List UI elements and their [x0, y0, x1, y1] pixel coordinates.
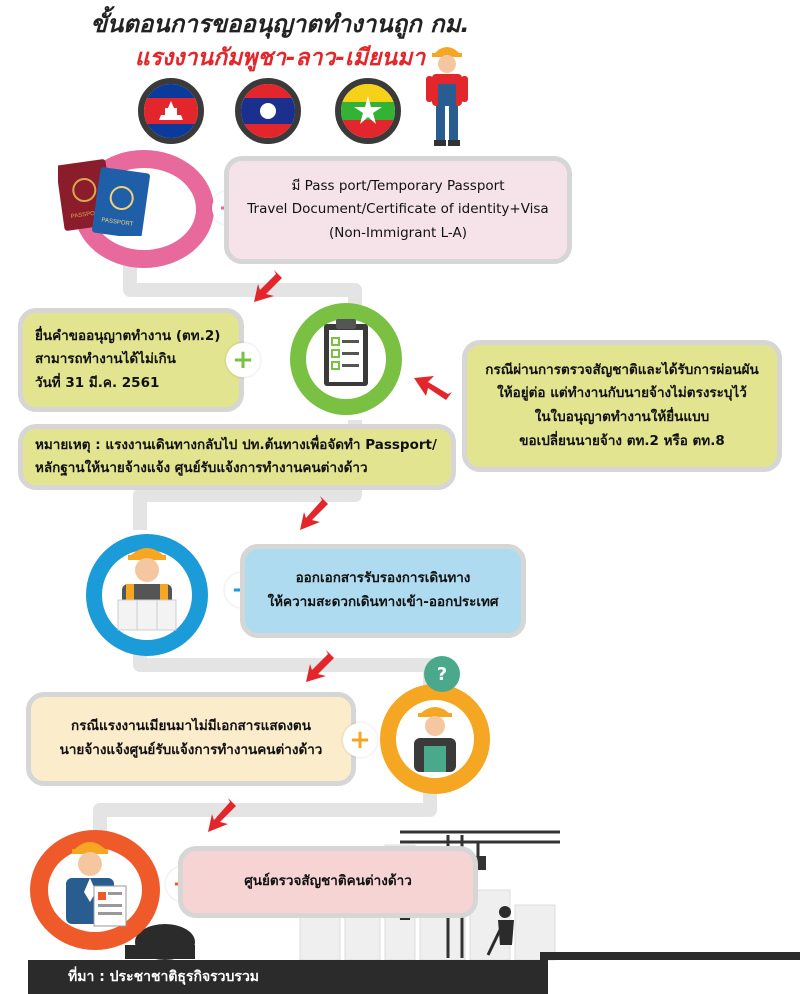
step1-text: มี Pass port/Temporary Passport Travel D… — [247, 177, 549, 241]
step3-box: ออกเอกสารรับรองการเดินทาง ให้ความสะดวกเด… — [240, 544, 526, 638]
page-title: ขั้นตอนการขออนุญาตทำงานถูก กม. — [90, 10, 470, 38]
arrow-left-icon — [414, 376, 452, 400]
side-note-box: กรณีผ่านการตรวจสัญชาติและได้รับการผ่อนผั… — [462, 340, 782, 472]
step4-text: กรณีแรงงานเมียนมาไม่มีเอกสารแสดงตน นายจ้… — [59, 718, 323, 758]
laos-flag-icon — [235, 78, 301, 144]
source-text: ที่มา : ประชาชาติธุรกิจรวบรวม — [68, 969, 260, 985]
arrow-down-icon — [300, 496, 328, 530]
passport-label-front: PASSPORT — [101, 217, 134, 227]
plus-connector-icon: + — [226, 343, 260, 377]
step1-box: มี Pass port/Temporary Passport Travel D… — [224, 156, 572, 264]
step2-text: ยื่นคำขออนุญาตทำงาน (ตท.2) สามารถทำงานได… — [35, 327, 221, 391]
construction-worker-icon — [426, 47, 468, 146]
arrow-down-icon — [254, 270, 282, 302]
remark-box: หมายเหตุ : แรงงานเดินทางกลับไป ปท.ต้นทาง… — [18, 424, 456, 490]
step4-box: กรณีแรงงานเมียนมาไม่มีเอกสารแสดงตน นายจ้… — [26, 692, 356, 786]
cambodia-flag-icon — [138, 78, 204, 144]
step5-box: ศูนย์ตรวจสัญชาติคนต่างด้าว — [178, 846, 478, 918]
page-subtitle: แรงงานกัมพูชา-ลาว-เมียนมา — [134, 45, 426, 71]
step3-text: ออกเอกสารรับรองการเดินทาง ให้ความสะดวกเด… — [267, 570, 499, 610]
myanmar-flag-icon — [335, 78, 401, 144]
arrow-down-icon — [306, 650, 334, 682]
clipboard-checklist-icon — [324, 319, 368, 386]
question-bubble-icon: ? — [424, 656, 460, 692]
arrow-down-icon — [208, 798, 236, 832]
passport-icon: PASSPORT PASSPORT — [58, 159, 150, 236]
remark-text: หมายเหตุ : แรงงานเดินทางกลับไป ปท.ต้นทาง… — [35, 437, 437, 476]
plus-connector-icon: + — [343, 723, 377, 757]
source-footer: ที่มา : ประชาชาติธุรกิจรวบรวม — [28, 960, 548, 994]
side-note-text: กรณีผ่านการตรวจสัญชาติและได้รับการผ่อนผั… — [485, 361, 759, 449]
passport-label-back: PASSPORT — [71, 210, 104, 220]
step5-text: ศูนย์ตรวจสัญชาติคนต่างด้าว — [244, 873, 412, 890]
step2-box: ยื่นคำขออนุญาตทำงาน (ตท.2) สามารถทำงานได… — [18, 308, 244, 412]
confused-worker-icon — [414, 707, 456, 772]
officer-with-document-icon — [66, 842, 127, 927]
worker-with-map-icon — [117, 548, 177, 631]
